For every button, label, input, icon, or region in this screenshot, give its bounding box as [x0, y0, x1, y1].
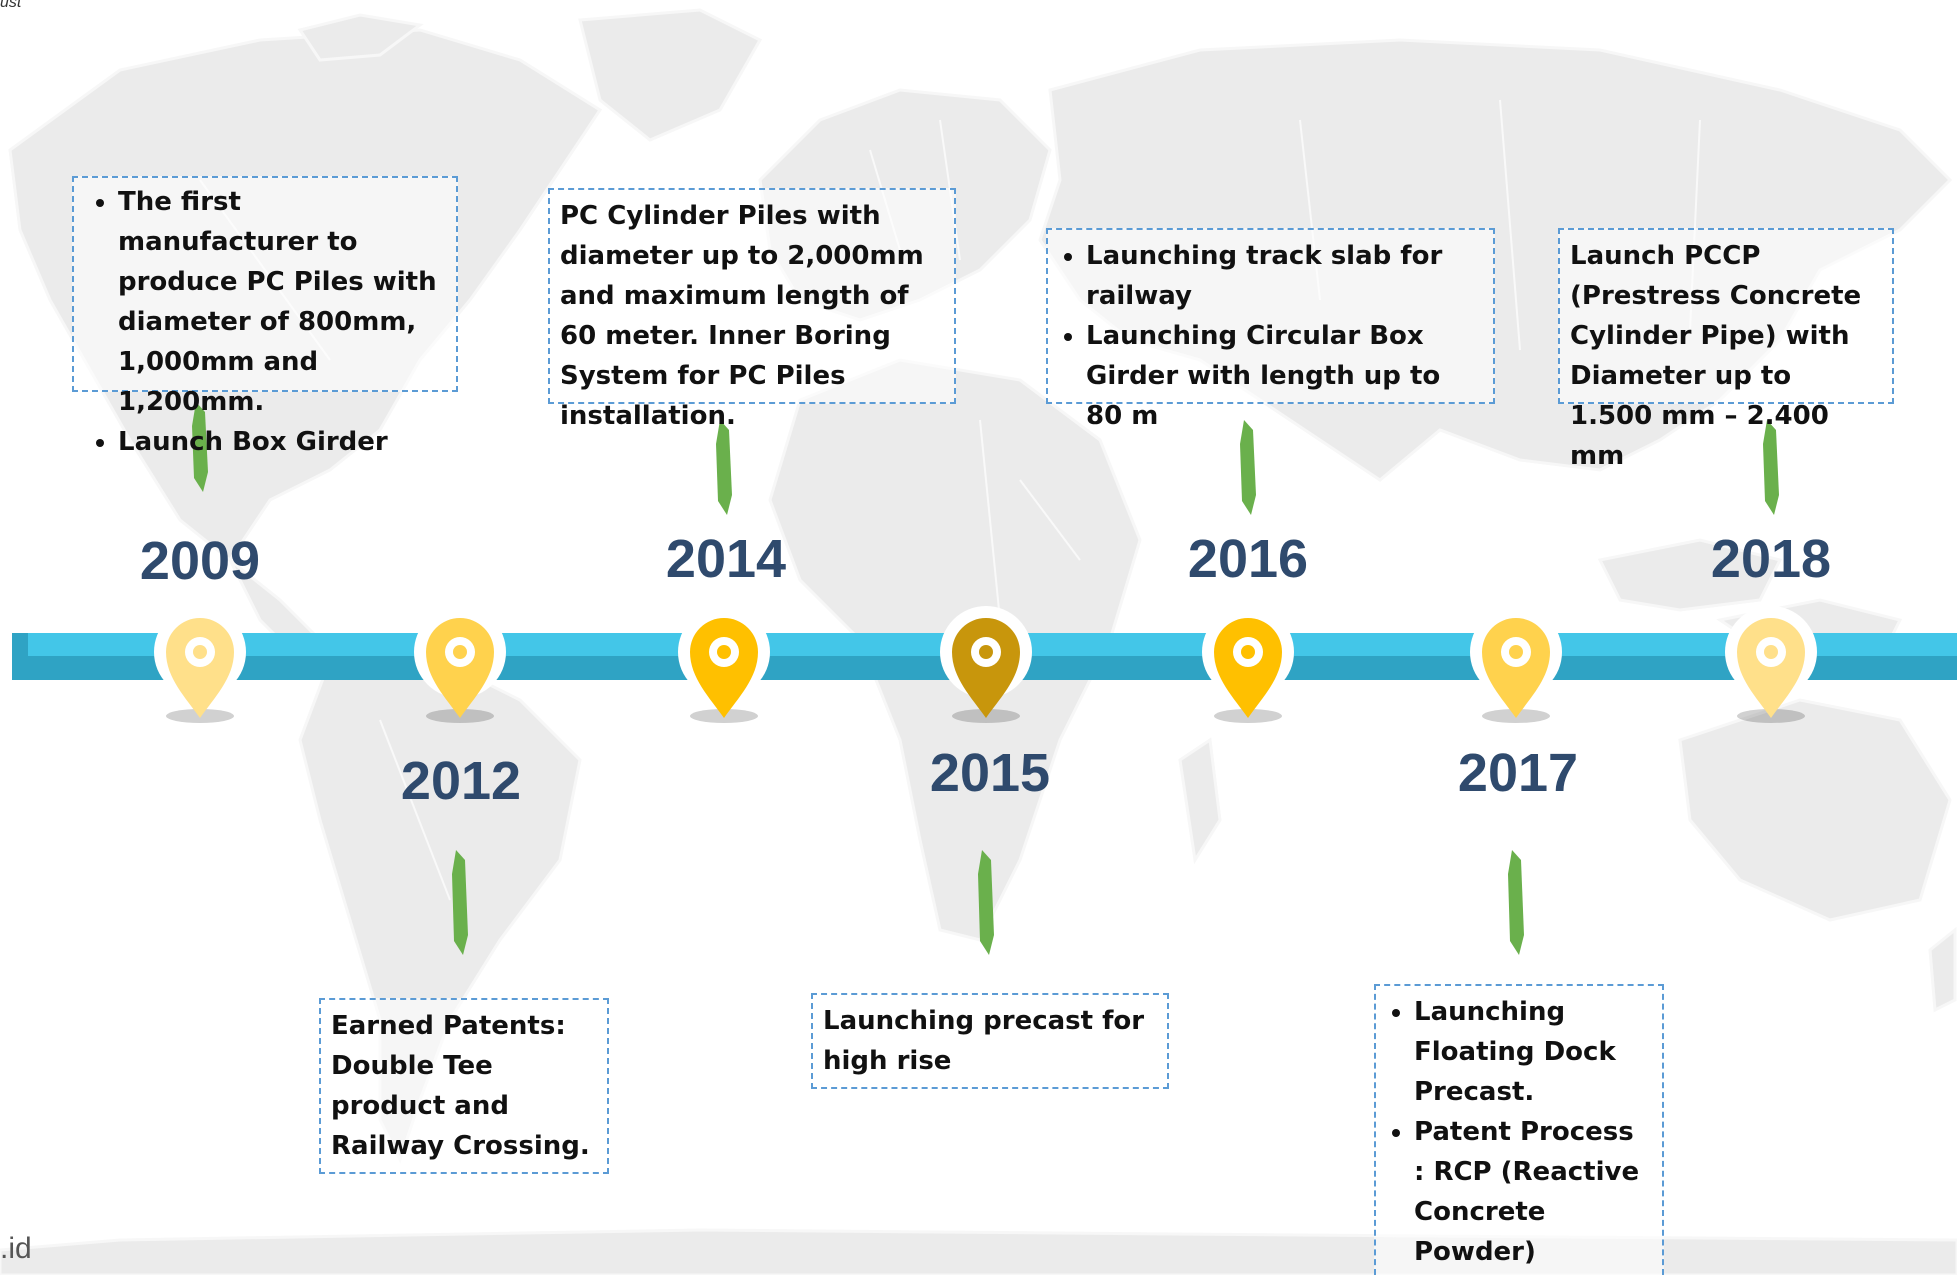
- pin-dot: [193, 645, 207, 659]
- pin-dot: [1509, 645, 1523, 659]
- milestone-2009-bullet-1: The first manufacturer to produce PC Pil…: [118, 182, 446, 422]
- milestone-2017-bullet-2: Patent Process : RCP (Reactive Concrete …: [1414, 1112, 1652, 1272]
- milestone-2012-line-2: Double Tee product and Railway Crossing.: [331, 1051, 590, 1161]
- milestone-2017-year: 2017: [1457, 743, 1579, 803]
- milestone-2018-text: Launch PCCP (Prestress Concrete Cylinder…: [1570, 241, 1862, 471]
- milestone-2009-box: The first manufacturer to produce PC Pil…: [72, 176, 458, 457]
- milestone-2012-year: 2012: [400, 751, 522, 811]
- green-connector-stem: [192, 402, 208, 492]
- milestone-2016-bullet-2: Launching Circular Box Girder with lengt…: [1086, 316, 1483, 436]
- pin-dot: [979, 645, 993, 659]
- milestone-2016-year: 2016: [1187, 529, 1309, 589]
- location-pin-icon: [166, 618, 234, 718]
- pin-dot: [717, 645, 731, 659]
- milestone-2012-box: Earned Patents: Double Tee product and R…: [319, 998, 609, 1174]
- corner-bottom-text: .id: [0, 1232, 32, 1265]
- milestone-2017-box: Launching Floating Dock Precast. Patent …: [1374, 984, 1664, 1275]
- milestone-2018-year: 2018: [1710, 529, 1832, 589]
- milestone-2017-bullet-1: Launching Floating Dock Precast.: [1414, 992, 1652, 1112]
- milestone-2016-bullet-1: Launching track slab for railway: [1086, 236, 1483, 316]
- location-pin-icon: [952, 618, 1020, 718]
- location-pin-icon: [426, 618, 494, 718]
- milestone-2015-box: Launching precast for high rise: [811, 993, 1169, 1089]
- pin-dot: [1764, 645, 1778, 659]
- milestone-2015-year: 2015: [929, 743, 1051, 803]
- corner-top-text: ust: [0, 0, 22, 11]
- green-connector-stem: [1763, 420, 1779, 515]
- milestone-2009-bullet-2: Launch Box Girder: [118, 422, 446, 462]
- milestone-2014-text: PC Cylinder Piles with diameter up to 2,…: [560, 201, 924, 431]
- location-pin-icon: [1737, 618, 1805, 718]
- pin-dot: [1241, 645, 1255, 659]
- milestone-2014-box: PC Cylinder Piles with diameter up to 2,…: [548, 188, 956, 431]
- green-connector-stem: [1508, 850, 1524, 955]
- green-connector-stem: [1240, 420, 1256, 515]
- milestone-2018-box: Launch PCCP (Prestress Concrete Cylinder…: [1558, 228, 1894, 471]
- milestone-2009-year: 2009: [139, 531, 261, 591]
- location-pin-icon: [690, 618, 758, 718]
- milestone-2014-year: 2014: [665, 529, 787, 589]
- location-pin-icon: [1214, 618, 1282, 718]
- milestone-2012-line-1: Earned Patents:: [331, 1011, 566, 1041]
- green-connector-stem: [978, 850, 994, 955]
- green-connector-stem: [452, 850, 468, 955]
- milestone-2016-box: Launching track slab for railway Launchi…: [1046, 228, 1495, 431]
- location-pin-icon: [1482, 618, 1550, 718]
- pin-dot: [453, 645, 467, 659]
- green-connector-stem: [716, 420, 732, 515]
- milestone-2015-text: Launching precast for high rise: [823, 1006, 1145, 1076]
